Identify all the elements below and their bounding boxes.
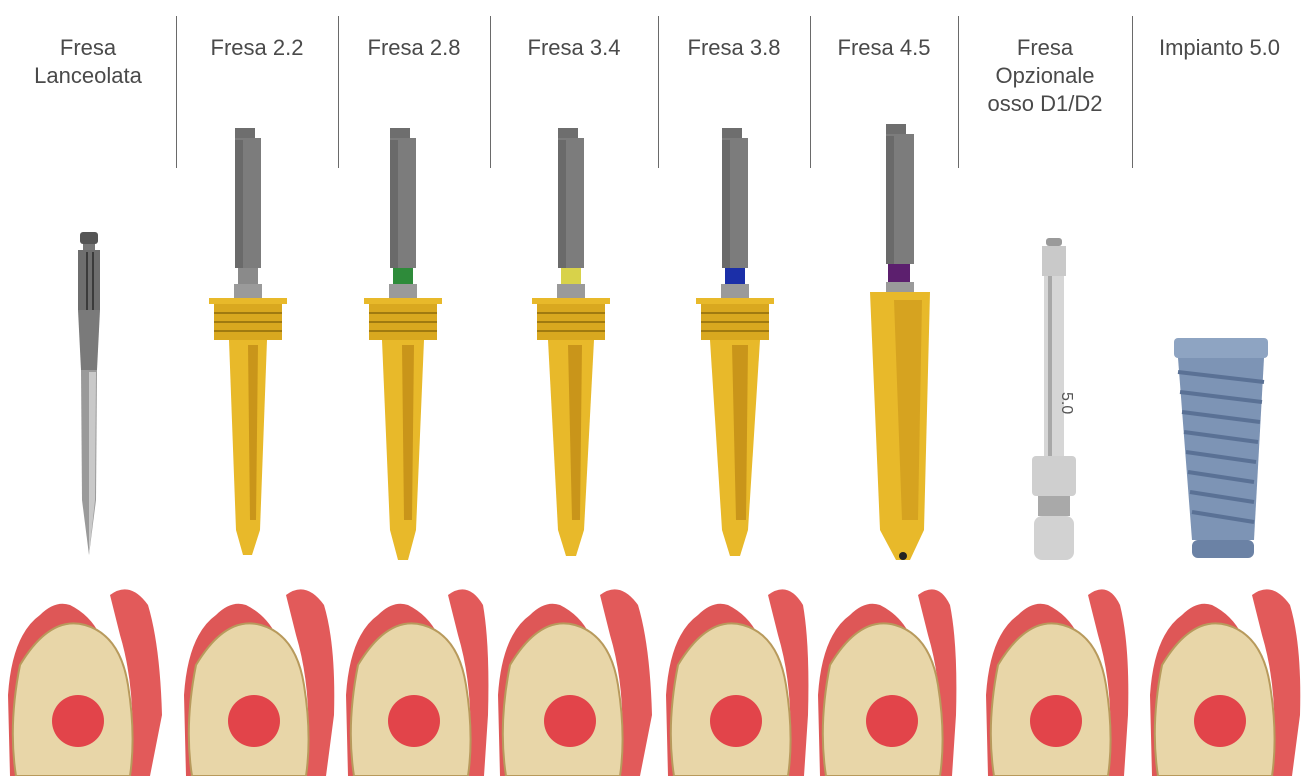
column-drill-3-4: Fresa 3.4 bbox=[490, 0, 658, 776]
bone-section-icon bbox=[338, 575, 490, 776]
bone-section-icon bbox=[490, 575, 658, 776]
column-drill-3-8: Fresa 3.8 bbox=[658, 0, 810, 776]
tap-marking: 5.0 bbox=[1058, 392, 1075, 414]
column-lance-drill: Fresa Lanceolata bbox=[0, 0, 176, 776]
bone-section-icon bbox=[176, 575, 338, 776]
bone-section-icon bbox=[658, 575, 810, 776]
bone-section-icon bbox=[810, 575, 958, 776]
drill-3-8-icon bbox=[658, 0, 810, 575]
bone-tap-icon: 5.0 bbox=[958, 0, 1132, 575]
implant-icon bbox=[1132, 0, 1307, 575]
bone-section-icon bbox=[0, 575, 176, 776]
drill-4-5-icon bbox=[810, 0, 958, 575]
column-drill-2-8: Fresa 2.8 bbox=[338, 0, 490, 776]
column-implant: Impianto 5.0 bbox=[1132, 0, 1307, 776]
drill-2-8-icon bbox=[338, 0, 490, 575]
drill-2-2-icon bbox=[176, 0, 338, 575]
bone-section-icon bbox=[1132, 575, 1307, 776]
lance-drill-icon bbox=[0, 0, 176, 575]
bone-section-icon bbox=[958, 575, 1132, 776]
column-drill-2-2: Fresa 2.2 bbox=[176, 0, 338, 776]
column-bone-tap: Fresa Opzionale osso D1/D2 5.0 bbox=[958, 0, 1132, 776]
drill-3-4-icon bbox=[490, 0, 658, 575]
column-drill-4-5: Fresa 4.5 bbox=[810, 0, 958, 776]
